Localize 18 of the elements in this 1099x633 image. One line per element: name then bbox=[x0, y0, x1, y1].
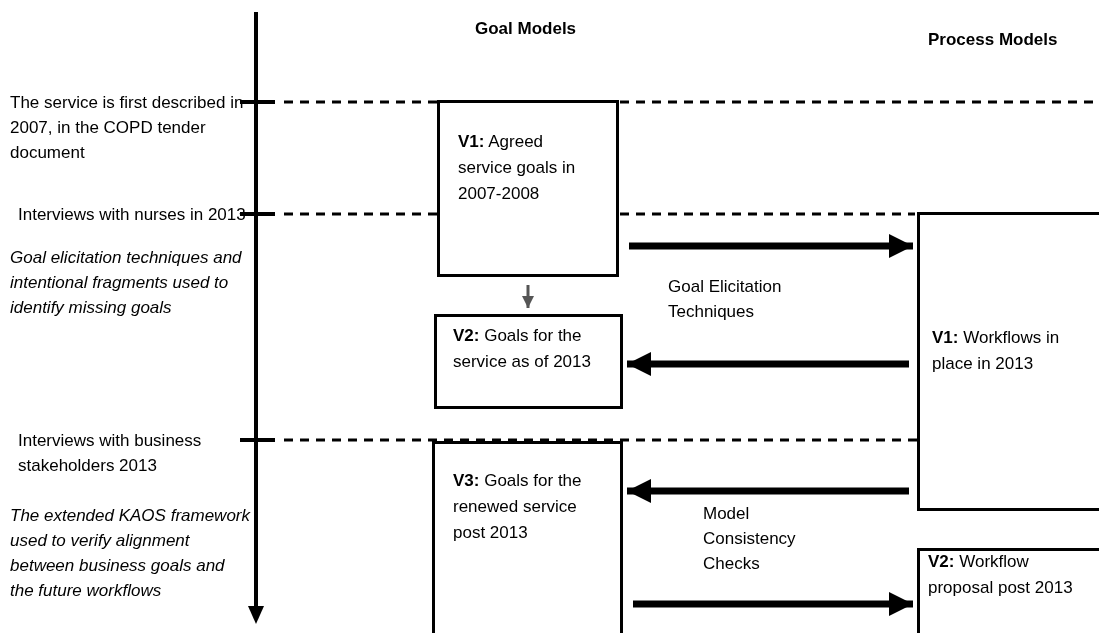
box-text: V2: Workflow proposal post 2013 bbox=[928, 551, 1074, 599]
timeline-note: Goal elicitation techniques and intentional fragments used to identify missing goals bbox=[10, 247, 243, 319]
box-text: V3: Goals for the renewed service post 2013 bbox=[453, 470, 583, 544]
model-box bbox=[917, 212, 1099, 511]
timeline-note: Interviews with business stakeholders 2013 bbox=[18, 430, 203, 477]
box-text: V1: Agreed service goals in 2007-2008 bbox=[458, 131, 577, 205]
box-text: V2: Goals for the service as of 2013 bbox=[453, 325, 592, 373]
model-box bbox=[432, 441, 623, 633]
box-text: V1: Workflows in place in 2013 bbox=[932, 327, 1061, 375]
column-heading: Goal Models bbox=[475, 18, 578, 40]
arrow-caption: Model Consistency Checks bbox=[703, 503, 797, 575]
model-box bbox=[434, 314, 623, 409]
model-box bbox=[917, 548, 1099, 633]
model-box bbox=[437, 100, 619, 277]
arrow bbox=[522, 285, 534, 308]
timeline-note: The extended KAOS framework used to verify alignment between business goals and the future workflows bbox=[10, 505, 250, 602]
column-heading: Process Models bbox=[928, 29, 1059, 51]
arrow-caption: Goal Elicitation Techniques bbox=[668, 276, 783, 323]
